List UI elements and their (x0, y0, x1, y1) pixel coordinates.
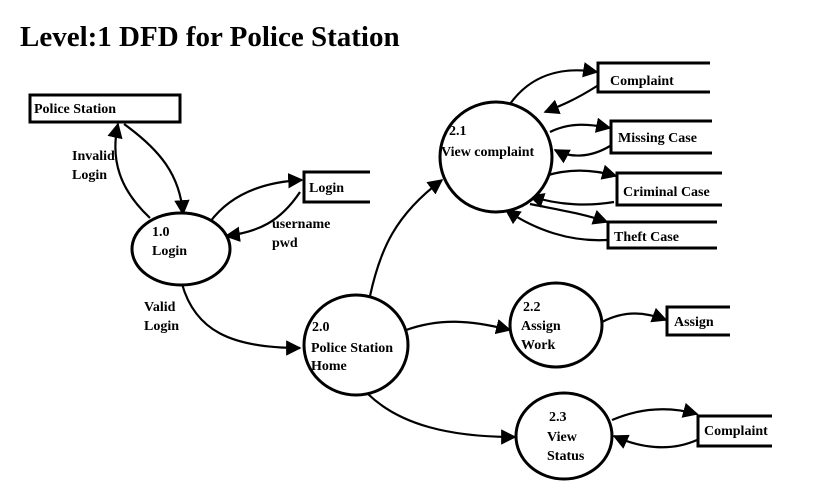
store-login-label: Login (309, 181, 344, 196)
flow-from-criminal-case (528, 193, 615, 208)
flow-invalid-login (107, 122, 151, 219)
flow-home-to-view-complaint (368, 179, 444, 297)
store-theft-case-label: Theft Case (614, 230, 679, 245)
flow-from-complaint-store-2 (612, 434, 698, 449)
flow-label-invalid-line1: Invalid (72, 149, 115, 164)
process-2-name-line2: Home (311, 359, 347, 374)
process-2-2-number: 2.2 (523, 300, 541, 315)
flow-to-assign-store (601, 307, 668, 323)
process-2-3-name-line1: View (547, 430, 578, 445)
store-complaint-top: Complaint (596, 61, 710, 94)
store-criminal-case: Criminal Case (615, 171, 722, 207)
data-flows (107, 62, 699, 449)
flow-label-pwd: pwd (272, 236, 298, 251)
store-assign: Assign (665, 305, 730, 337)
process-2-1-name: View complaint (441, 145, 535, 160)
store-missing-case: Missing Case (609, 119, 712, 155)
process-2-3-name-line2: Status (547, 449, 585, 464)
flow-to-missing-case (549, 117, 612, 133)
process-2-number: 2.0 (312, 320, 330, 335)
flow-from-missing-case (553, 145, 611, 164)
flow-to-login-store (209, 173, 304, 223)
flow-to-complaint-store-2 (611, 402, 699, 422)
flow-from-theft-case (504, 209, 608, 242)
flow-label-invalid-line2: Login (72, 168, 107, 183)
flow-home-to-view-status (367, 393, 517, 445)
flow-to-criminal-case (544, 164, 618, 180)
store-theft-case: Theft Case (606, 220, 717, 250)
flow-to-complaint-store (509, 62, 599, 105)
process-1-login: 1.0 Login (130, 211, 232, 287)
process-2-home: 2.0 Police Station Home (302, 293, 410, 397)
process-2-2-name-line1: Assign (521, 319, 561, 334)
diagram-title: Level:1 DFD for Police Station (20, 21, 400, 53)
flow-to-theft-case (529, 202, 609, 225)
entity-police-station: Police Station (28, 93, 182, 124)
entity-police-station-label: Police Station (34, 102, 116, 117)
flow-username-pwd (224, 191, 301, 242)
store-complaint-bottom-label: Complaint (704, 424, 768, 439)
flow-label-valid-line1: Valid (144, 300, 176, 315)
store-complaint-bottom: Complaint (696, 414, 772, 448)
process-2-2-name-line2: Work (521, 338, 555, 353)
flow-valid-login (180, 283, 302, 356)
flow-to-login-process (123, 123, 190, 216)
process-1-name: Login (152, 244, 187, 259)
flow-label-valid-line2: Login (144, 319, 179, 334)
process-2-3-view-status: 2.3 View Status (514, 391, 614, 481)
process-1-number: 1.0 (152, 225, 170, 240)
store-missing-case-label: Missing Case (618, 131, 697, 146)
flow-home-to-assign-work (405, 319, 512, 335)
process-2-1-view-complaint: 2.1 View complaint (438, 100, 554, 214)
store-assign-label: Assign (674, 315, 714, 330)
process-2-3-number: 2.3 (549, 410, 567, 425)
process-2-1-number: 2.1 (449, 124, 467, 139)
store-login: Login (302, 170, 370, 204)
store-complaint-top-label: Complaint (610, 74, 674, 89)
process-2-name-line1: Police Station (311, 341, 393, 356)
process-2-2-assign-work: 2.2 Assign Work (508, 281, 604, 369)
store-criminal-case-label: Criminal Case (623, 185, 710, 200)
flow-from-complaint-store (543, 85, 598, 115)
flow-label-username: username (272, 217, 330, 232)
